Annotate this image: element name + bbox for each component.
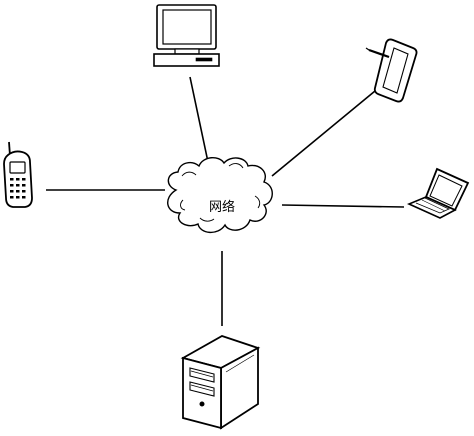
desktop-computer-icon xyxy=(153,4,220,67)
link-desktop xyxy=(189,76,209,163)
server-icon xyxy=(180,335,261,430)
network-cloud: 网络 xyxy=(167,157,273,234)
cloud-icon xyxy=(167,157,273,234)
link-laptop xyxy=(281,204,405,208)
tablet-icon xyxy=(365,38,418,103)
laptop-icon xyxy=(406,167,470,219)
mobile-phone-icon xyxy=(3,141,33,208)
link-tablet xyxy=(271,90,376,177)
network-label: 网络 xyxy=(209,199,235,215)
